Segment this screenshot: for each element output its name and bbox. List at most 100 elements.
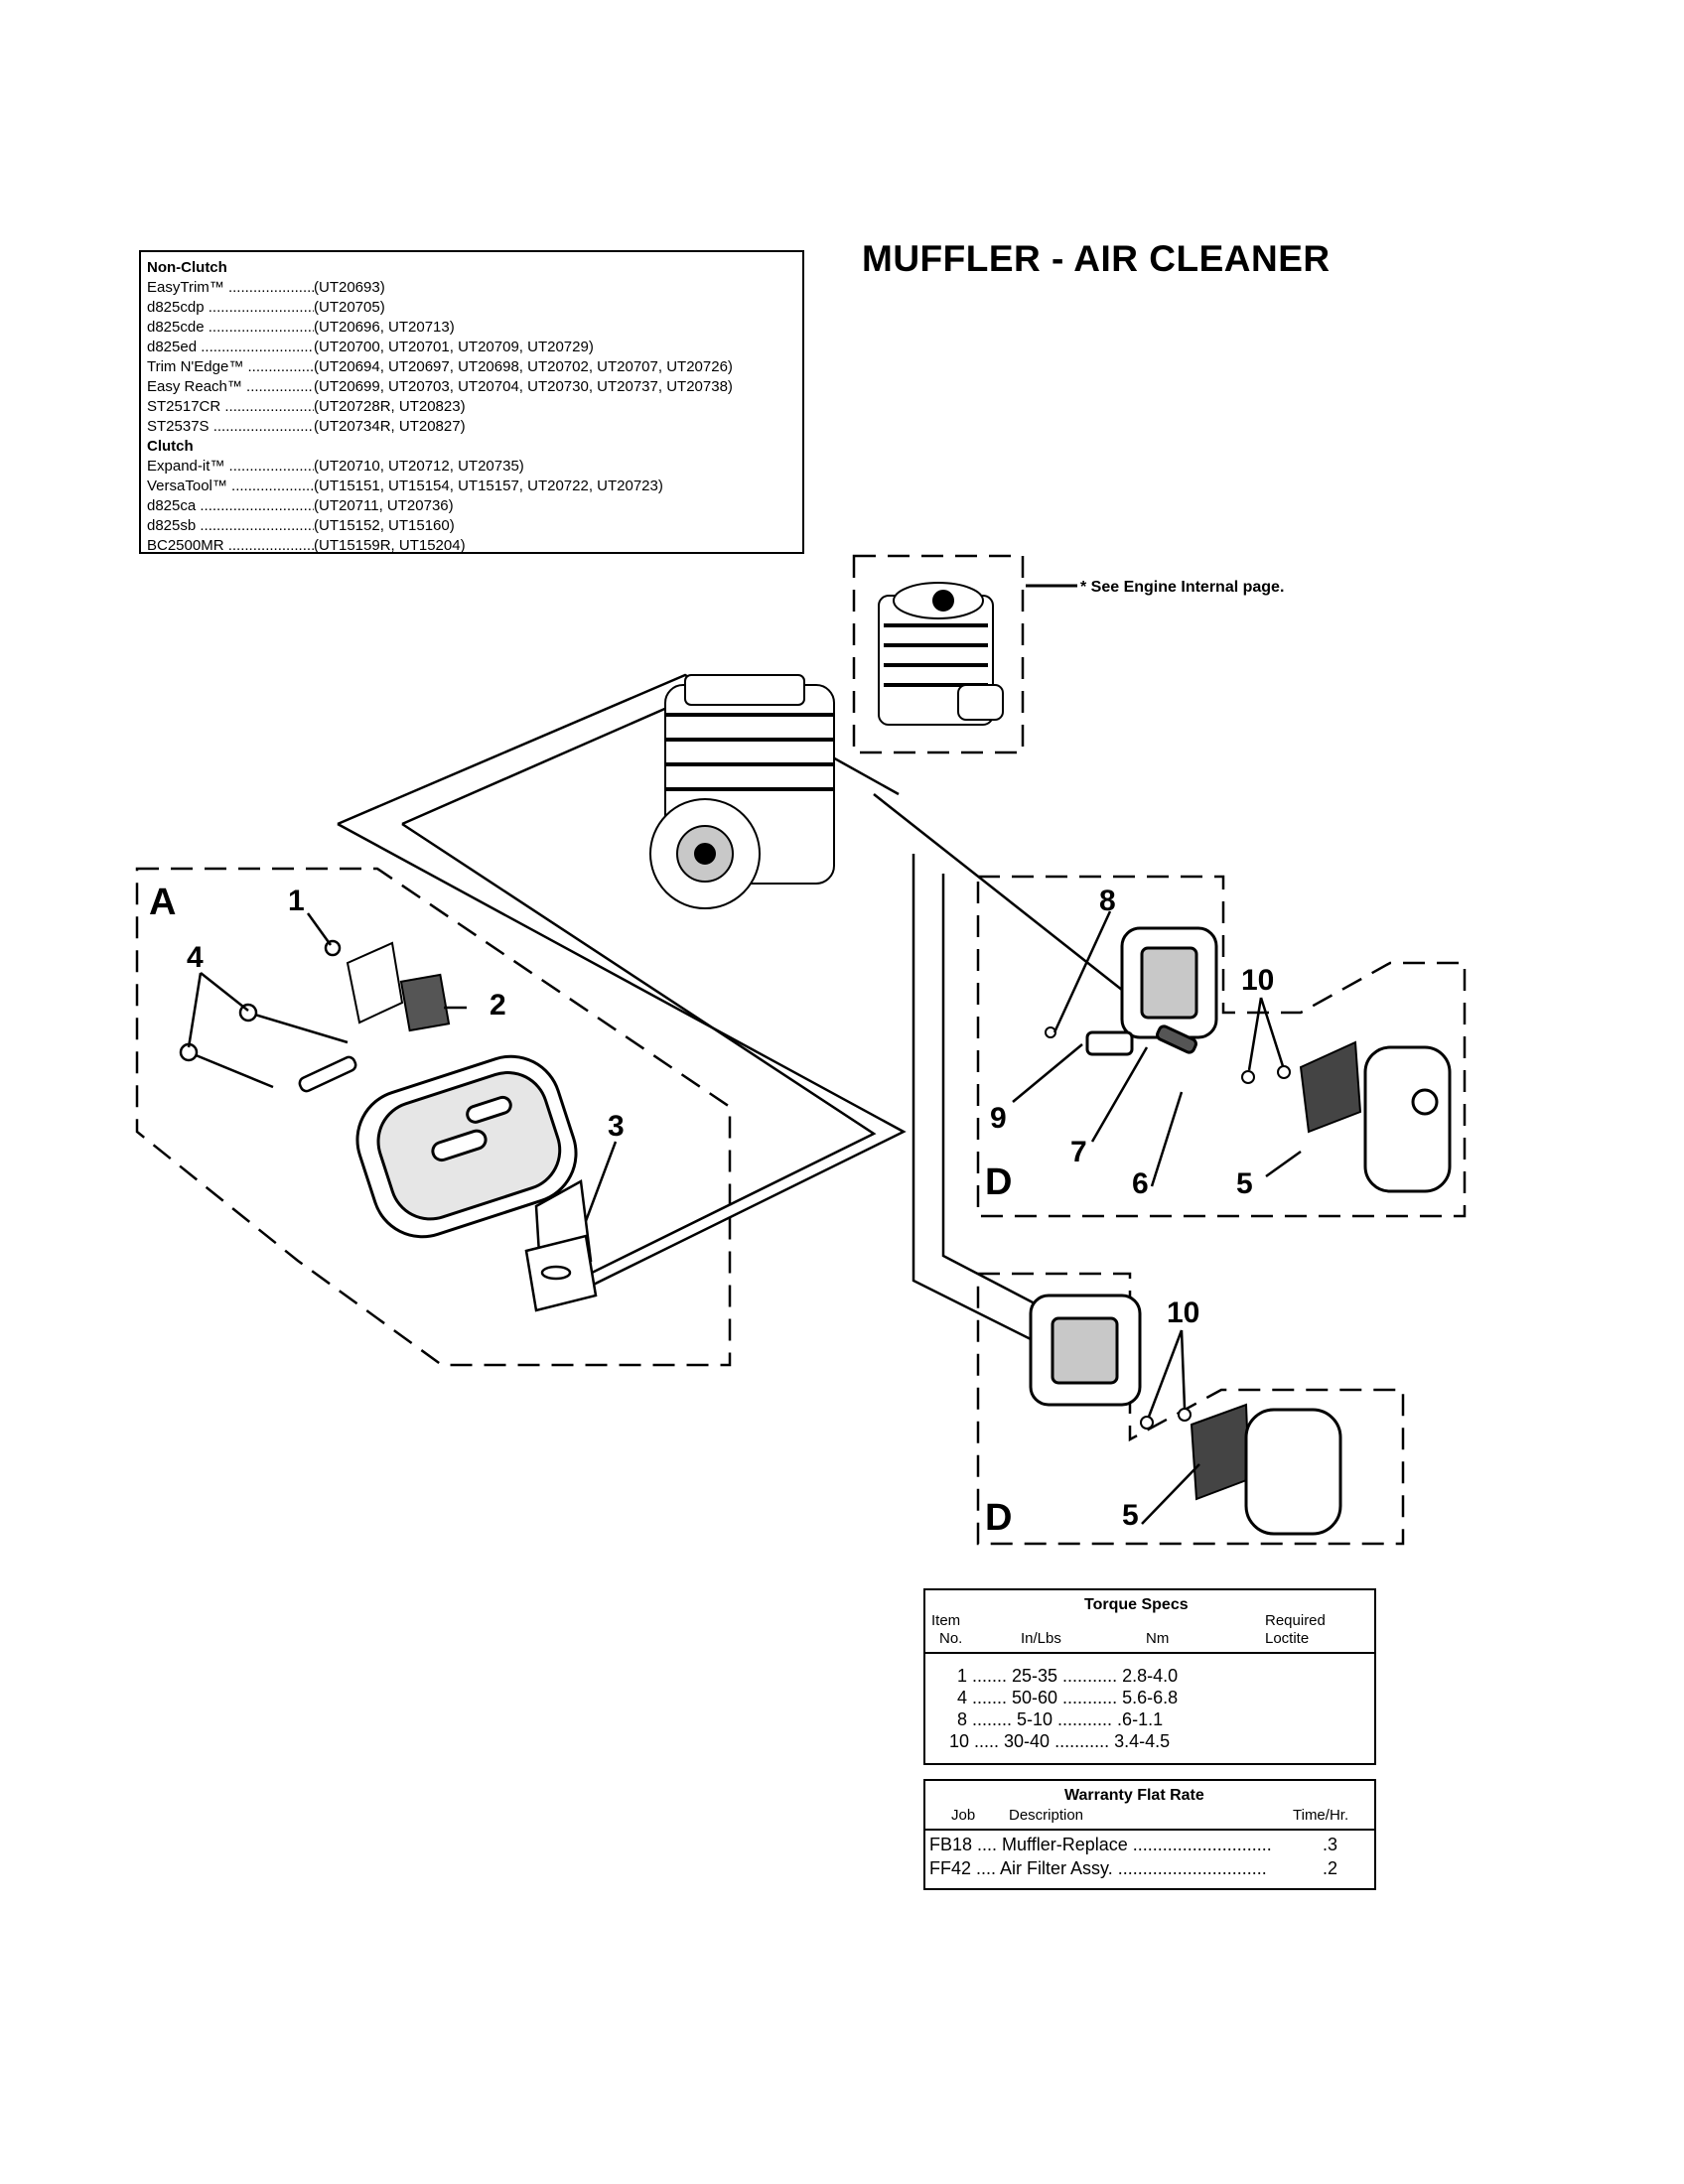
region-label-d-top: D bbox=[985, 1161, 1013, 1203]
warranty-flat-rate-table: Warranty Flat Rate Job Description Time/… bbox=[923, 1779, 1376, 1890]
model-name: Expand-it™ bbox=[147, 457, 314, 477]
air-cleaner-base-bottom-icon bbox=[1029, 1294, 1142, 1407]
warranty-row: FF42 .... Air Filter Assy. .............… bbox=[929, 1858, 1267, 1878]
region-a-outline bbox=[135, 867, 732, 1367]
model-codes: (UT15159R, UT15204) bbox=[314, 537, 466, 554]
part-label-2: 2 bbox=[490, 989, 506, 1022]
engine-block-icon bbox=[649, 674, 835, 909]
model-applicability-box: Non-Clutch EasyTrim™(UT20693)d825cdp(UT2… bbox=[139, 250, 804, 554]
part-label-4: 4 bbox=[187, 941, 204, 974]
part-label-7: 7 bbox=[1070, 1136, 1087, 1168]
col-inlbs-label: In/Lbs bbox=[1021, 1630, 1061, 1647]
model-row: VersaTool™(UT15151, UT15154, UT15157, UT… bbox=[147, 477, 798, 496]
model-codes: (UT20711, UT20736) bbox=[314, 497, 454, 514]
part-label-9: 9 bbox=[990, 1102, 1007, 1135]
air-cleaner-base-top-icon bbox=[1085, 926, 1218, 1056]
model-name: Easy Reach™ bbox=[147, 377, 314, 397]
model-row: ST2537S(UT20734R, UT20827) bbox=[147, 417, 798, 437]
col-nm-label: Nm bbox=[1146, 1630, 1170, 1647]
clutch-list: Expand-it™(UT20710, UT20712, UT20735)Ver… bbox=[147, 457, 798, 556]
warranty-row-time: .2 bbox=[1323, 1858, 1338, 1878]
model-row: d825cde(UT20696, UT20713) bbox=[147, 318, 798, 338]
part-label-5-top: 5 bbox=[1236, 1167, 1253, 1200]
model-row: d825ed(UT20700, UT20701, UT20709, UT2072… bbox=[147, 338, 798, 357]
model-codes: (UT20705) bbox=[314, 299, 385, 316]
torque-row: 8 ........ 5-10 ........... .6-1.1 bbox=[957, 1709, 1164, 1729]
part-label-3: 3 bbox=[608, 1110, 625, 1143]
engine-internal-outline bbox=[852, 554, 1025, 754]
torque-row: 1 ....... 25-35 ........... 2.8-4.0 bbox=[957, 1666, 1179, 1686]
muffler-bolts-icon bbox=[179, 939, 357, 1093]
model-row: EasyTrim™(UT20693) bbox=[147, 278, 798, 298]
model-row: Expand-it™(UT20710, UT20712, UT20735) bbox=[147, 457, 798, 477]
model-codes: (UT15152, UT15160) bbox=[314, 517, 455, 534]
muffler-icon bbox=[355, 1054, 578, 1239]
cylinder-icon bbox=[878, 582, 1004, 726]
col-item-label: Item bbox=[931, 1612, 961, 1629]
region-label-a: A bbox=[149, 882, 177, 923]
model-row: d825sb(UT15152, UT15160) bbox=[147, 516, 798, 536]
part-label-1: 1 bbox=[288, 885, 305, 917]
warranty-title: Warranty Flat Rate bbox=[1064, 1787, 1204, 1804]
model-name: VersaTool™ bbox=[147, 477, 314, 496]
model-name: d825sb bbox=[147, 516, 314, 536]
part-label-10-bottom: 10 bbox=[1167, 1297, 1200, 1329]
col-loctite-label: Loctite bbox=[1265, 1630, 1310, 1647]
model-name: ST2537S bbox=[147, 417, 314, 437]
model-codes: (UT20734R, UT20827) bbox=[314, 418, 466, 435]
model-codes: (UT15151, UT15154, UT15157, UT20722, UT2… bbox=[314, 478, 663, 494]
air-cleaner-cover-bottom-icon bbox=[1244, 1408, 1342, 1536]
see-engine-internal-note: * See Engine Internal page. bbox=[1080, 579, 1285, 596]
model-codes: (UT20700, UT20701, UT20709, UT20729) bbox=[314, 339, 594, 355]
spark-arrestor-icon bbox=[346, 941, 451, 1032]
col-description-label: Description bbox=[1009, 1807, 1084, 1824]
model-row: Trim N'Edge™(UT20694, UT20697, UT20698, … bbox=[147, 357, 798, 377]
torque-specs-table: Torque Specs Item No. In/Lbs Nm Required… bbox=[923, 1588, 1376, 1765]
air-filter-bottom-icon bbox=[1190, 1403, 1251, 1501]
model-row: Easy Reach™(UT20699, UT20703, UT20704, U… bbox=[147, 377, 798, 397]
part-label-10-top: 10 bbox=[1241, 964, 1275, 997]
model-codes: (UT20728R, UT20823) bbox=[314, 398, 466, 415]
model-name: Trim N'Edge™ bbox=[147, 357, 314, 377]
col-time-label: Time/Hr. bbox=[1293, 1807, 1349, 1824]
part-label-6: 6 bbox=[1132, 1167, 1149, 1200]
air-filter-top-icon bbox=[1299, 1040, 1362, 1134]
fasteners-top-icon bbox=[1045, 1026, 1291, 1084]
model-codes: (UT20694, UT20697, UT20698, UT20702, UT2… bbox=[314, 358, 733, 375]
col-job-label: Job bbox=[951, 1807, 976, 1824]
col-no-label: No. bbox=[939, 1630, 963, 1647]
model-name: EasyTrim™ bbox=[147, 278, 314, 298]
model-row: BC2500MR(UT15159R, UT15204) bbox=[147, 536, 798, 556]
model-row: d825cdp(UT20705) bbox=[147, 298, 798, 318]
fasteners-bottom-icon bbox=[1140, 1408, 1192, 1430]
non-clutch-heading: Non-Clutch bbox=[147, 259, 227, 276]
warranty-row: FB18 .... Muffler-Replace ..............… bbox=[929, 1835, 1272, 1854]
torque-row: 10 ..... 30-40 ........... 3.4-4.5 bbox=[949, 1731, 1171, 1751]
warranty-row-time: .3 bbox=[1323, 1835, 1338, 1854]
model-name: ST2517CR bbox=[147, 397, 314, 417]
model-codes: (UT20699, UT20703, UT20704, UT20730, UT2… bbox=[314, 378, 733, 395]
non-clutch-list: EasyTrim™(UT20693)d825cdp(UT20705)d825cd… bbox=[147, 278, 798, 437]
col-required-label: Required bbox=[1265, 1612, 1326, 1629]
model-name: d825cde bbox=[147, 318, 314, 338]
model-codes: (UT20693) bbox=[314, 279, 385, 296]
model-row: ST2517CR(UT20728R, UT20823) bbox=[147, 397, 798, 417]
region-d-top-outline bbox=[976, 875, 1467, 1218]
torque-row: 4 ....... 50-60 ........... 5.6-6.8 bbox=[957, 1688, 1179, 1707]
leader-lines bbox=[187, 910, 1302, 1525]
model-name: BC2500MR bbox=[147, 536, 314, 556]
part-label-8: 8 bbox=[1099, 885, 1116, 917]
region-label-d-bottom: D bbox=[985, 1497, 1013, 1539]
gasket-icon bbox=[524, 1234, 598, 1312]
page-title: MUFFLER - AIR CLEANER bbox=[862, 238, 1331, 279]
model-name: d825ca bbox=[147, 496, 314, 516]
model-row: d825ca(UT20711, UT20736) bbox=[147, 496, 798, 516]
part-label-5-bottom: 5 bbox=[1122, 1499, 1139, 1532]
model-codes: (UT20710, UT20712, UT20735) bbox=[314, 458, 524, 475]
model-name: d825ed bbox=[147, 338, 314, 357]
clutch-heading: Clutch bbox=[147, 438, 194, 455]
model-name: d825cdp bbox=[147, 298, 314, 318]
air-cleaner-cover-top-icon bbox=[1363, 1045, 1452, 1193]
torque-specs-title: Torque Specs bbox=[1084, 1596, 1189, 1613]
